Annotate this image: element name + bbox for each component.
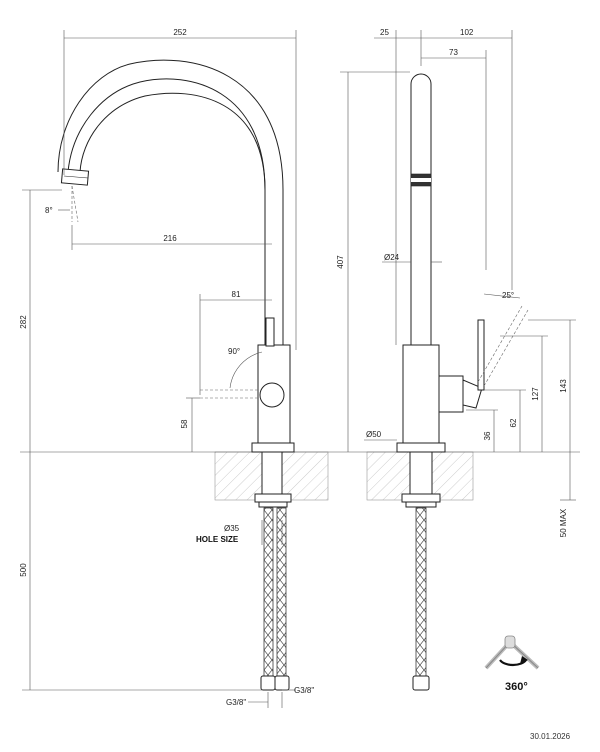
dim-height-127: 127 [531, 387, 540, 401]
dim-length-500: 500 [19, 563, 28, 577]
dim-height-58: 58 [180, 419, 189, 428]
base-flange [251, 442, 295, 453]
side-hose [415, 507, 427, 677]
dim-diameter-50: Ø50 [366, 430, 382, 439]
side-view: 25° 25 102 73 407 Ø24 Ø50 143 [336, 28, 580, 691]
hose-fitting-right [274, 675, 290, 691]
rotation-label: 360° [505, 681, 528, 693]
dim-height-143: 143 [559, 379, 568, 393]
hole-diameter-label: Ø35 [224, 524, 240, 533]
dim-width-81: 81 [232, 290, 241, 299]
dim-diameter-24: Ø24 [384, 253, 400, 262]
dim-height-62: 62 [509, 418, 518, 427]
side-body [402, 344, 440, 446]
dim-width-73: 73 [449, 48, 458, 57]
dim-angle-25: 25° [502, 291, 514, 300]
fixing-nut [254, 493, 292, 503]
rotation-360-icon: 360° [484, 635, 540, 693]
side-hose-fitting [412, 675, 430, 691]
dim-width-total: 252 [173, 28, 187, 37]
thread-left-label: G3/8" [226, 698, 246, 707]
spout-outer [67, 78, 266, 445]
dim-height-407: 407 [336, 255, 345, 269]
dim-reach: 216 [163, 234, 177, 243]
lever-knob [259, 382, 285, 408]
hose-fitting-left [260, 675, 276, 691]
hose-left [263, 507, 274, 677]
thread-right-label: G3/8" [294, 686, 314, 695]
dim-height-282: 282 [19, 315, 28, 329]
side-base [396, 442, 446, 453]
side-lever-base [438, 375, 464, 413]
hose-right [276, 507, 287, 677]
dim-offset-25: 25 [380, 28, 389, 37]
dim-max-50: 50 MAX [559, 508, 568, 537]
dim-height-36: 36 [483, 431, 492, 440]
side-lever [477, 319, 485, 391]
dim-width-102: 102 [460, 28, 474, 37]
drawing-date: 30.01.2026 [530, 732, 571, 741]
dim-angle-90: 90° [228, 347, 240, 356]
side-spout [410, 73, 432, 345]
dim-angle-8: 8° [45, 206, 53, 215]
hole-size-label: HOLE SIZE [196, 535, 239, 544]
front-view: 252 8° 216 81 90° 282 58 500 Ø35 HOLE SI… [19, 28, 340, 708]
spout-inner [57, 59, 284, 445]
lever-handle [265, 317, 275, 347]
shank [261, 451, 283, 495]
